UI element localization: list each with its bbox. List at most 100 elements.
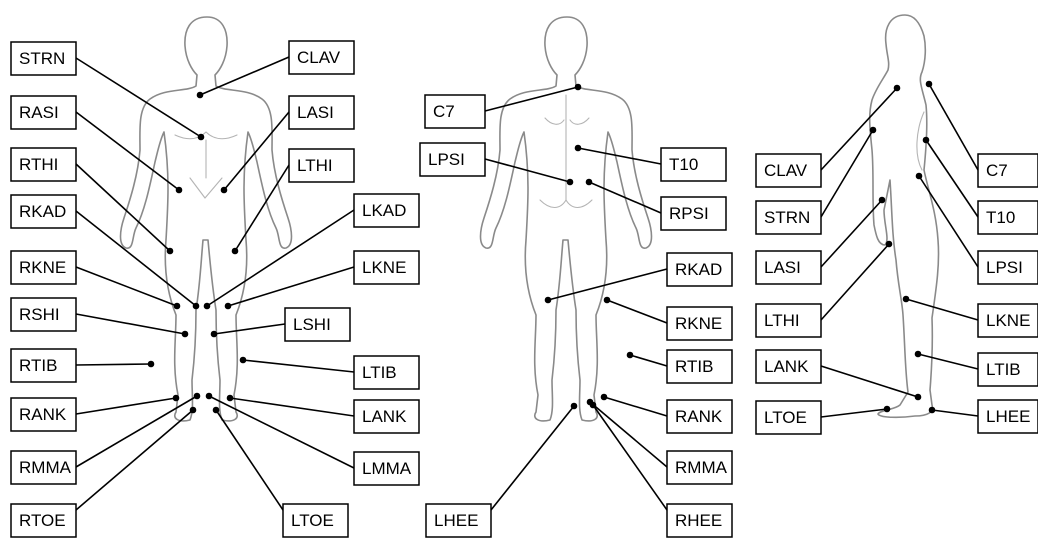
side-leader-line-ltib — [918, 354, 978, 369]
side-marker-dot-lkne — [903, 296, 910, 303]
front-leader-line-rtib — [76, 364, 151, 365]
marker-label-text: LHEE — [434, 511, 478, 530]
front-marker-dot-lank — [227, 395, 234, 402]
front-leader-line-rkne — [76, 267, 177, 306]
back-body-figure — [481, 17, 652, 421]
side-leader-line-lpsi — [919, 176, 978, 267]
front-leader-line-lkne — [228, 267, 354, 306]
back-marker-label-lpsi: LPSI — [420, 143, 485, 176]
marker-label-text: RHEE — [675, 511, 722, 530]
side-leader-line-c7 — [929, 84, 978, 170]
front-marker-label-rtib: RTIB — [11, 349, 76, 382]
marker-label-text: LTIB — [986, 360, 1021, 379]
front-marker-label-lasi: LASI — [289, 96, 354, 129]
marker-label-text: CLAV — [764, 161, 808, 180]
back-marker-label-rtib: RTIB — [667, 350, 732, 383]
side-marker-dot-lhee — [929, 407, 936, 414]
front-marker-dot-ltib — [240, 357, 247, 364]
front-leader-line-rtoe — [76, 410, 193, 510]
front-marker-label-lkad: LKAD — [354, 194, 419, 227]
side-marker-dot-lank — [915, 394, 922, 401]
front-leader-line-ltoe — [216, 410, 283, 510]
front-marker-dot-rshi — [182, 331, 189, 338]
marker-label-text: RTHI — [19, 155, 58, 174]
front-marker-label-lmma: LMMA — [354, 452, 419, 485]
side-leader-line-t10 — [926, 140, 978, 217]
side-marker-label-t10: T10 — [978, 201, 1038, 234]
front-marker-dot-lshi — [211, 331, 218, 338]
back-marker-label-c7: C7 — [425, 95, 485, 128]
front-marker-dot-lmma — [206, 393, 213, 400]
back-marker-dot-rhee — [590, 402, 597, 409]
marker-label-text: RKNE — [675, 314, 722, 333]
side-marker-label-lthi: LTHI — [756, 304, 821, 337]
front-marker-label-rank: RANK — [11, 398, 76, 431]
back-marker-label-rkne: RKNE — [667, 307, 732, 340]
back-leader-line-rkad — [548, 269, 667, 300]
front-marker-dot-rthi — [167, 248, 174, 255]
front-body-figure — [121, 17, 292, 421]
marker-label-text: RANK — [19, 405, 67, 424]
marker-label-text: RMMA — [19, 458, 72, 477]
side-marker-label-strn: STRN — [756, 201, 821, 234]
front-leader-line-rshi — [76, 314, 185, 334]
front-leader-line-lkad — [207, 210, 354, 306]
front-leader-line-rkad — [76, 211, 196, 306]
front-marker-dot-rkad — [193, 303, 200, 310]
front-marker-label-clav: CLAV — [289, 41, 354, 74]
front-leader-line-lshi — [214, 324, 285, 334]
back-marker-dot-t10 — [575, 145, 582, 152]
back-leader-line-t10 — [578, 148, 661, 164]
side-view-markers: CLAVC7STRNT10LASILPSILTHILKNELANKLTIBLTO… — [756, 81, 1038, 434]
front-leader-line-rthi — [76, 164, 170, 251]
back-leader-line-rkne — [607, 300, 667, 323]
side-leader-line-ltoe — [821, 409, 887, 417]
side-leader-line-lasi — [821, 200, 882, 267]
marker-label-text: LPSI — [428, 150, 465, 169]
marker-label-text: LTHI — [764, 311, 800, 330]
marker-label-text: T10 — [986, 208, 1015, 227]
marker-label-text: LANK — [362, 407, 407, 426]
front-leader-line-strn — [76, 58, 201, 137]
marker-label-text: RPSI — [669, 204, 709, 223]
marker-label-text: STRN — [19, 49, 65, 68]
side-marker-dot-ltib — [915, 351, 922, 358]
front-marker-dot-rtib — [148, 361, 155, 368]
marker-label-text: STRN — [764, 208, 810, 227]
side-marker-dot-lpsi — [916, 173, 923, 180]
back-marker-dot-rpsi — [586, 179, 593, 186]
marker-label-text: LTHI — [297, 156, 333, 175]
front-marker-dot-rasi — [176, 187, 183, 194]
back-marker-dot-rkne — [604, 297, 611, 304]
front-marker-dot-lkad — [204, 303, 211, 310]
marker-label-text: RTIB — [19, 356, 57, 375]
side-marker-label-lasi: LASI — [756, 251, 821, 284]
side-marker-dot-t10 — [923, 137, 930, 144]
marker-label-text: C7 — [433, 102, 455, 121]
side-marker-dot-lthi — [886, 241, 893, 248]
side-marker-label-lhee: LHEE — [978, 400, 1038, 433]
marker-label-text: LTIB — [362, 363, 397, 382]
side-marker-dot-ltoe — [884, 406, 891, 413]
side-marker-dot-strn — [870, 127, 877, 134]
front-marker-dot-rank — [173, 395, 180, 402]
front-leader-line-lasi — [224, 112, 289, 190]
side-marker-label-lank: LANK — [756, 350, 821, 383]
front-marker-dot-rkne — [174, 303, 181, 310]
front-marker-label-rkad: RKAD — [11, 195, 76, 228]
back-marker-dot-rank — [601, 394, 608, 401]
back-marker-dot-lpsi — [567, 179, 574, 186]
front-marker-dot-rmma — [194, 393, 201, 400]
side-marker-label-ltib: LTIB — [978, 353, 1038, 386]
marker-label-text: RASI — [19, 103, 59, 122]
marker-label-text: LKNE — [362, 258, 406, 277]
marker-label-text: LMMA — [362, 459, 412, 478]
marker-label-text: RKNE — [19, 258, 66, 277]
front-leader-line-rank — [76, 398, 176, 414]
marker-label-text: CLAV — [297, 48, 341, 67]
front-leader-line-lthi — [235, 165, 289, 251]
front-marker-dot-strn — [198, 134, 205, 141]
back-marker-label-rmma: RMMA — [667, 451, 732, 484]
back-leader-line-rank — [604, 397, 667, 416]
marker-label-text: C7 — [986, 161, 1008, 180]
